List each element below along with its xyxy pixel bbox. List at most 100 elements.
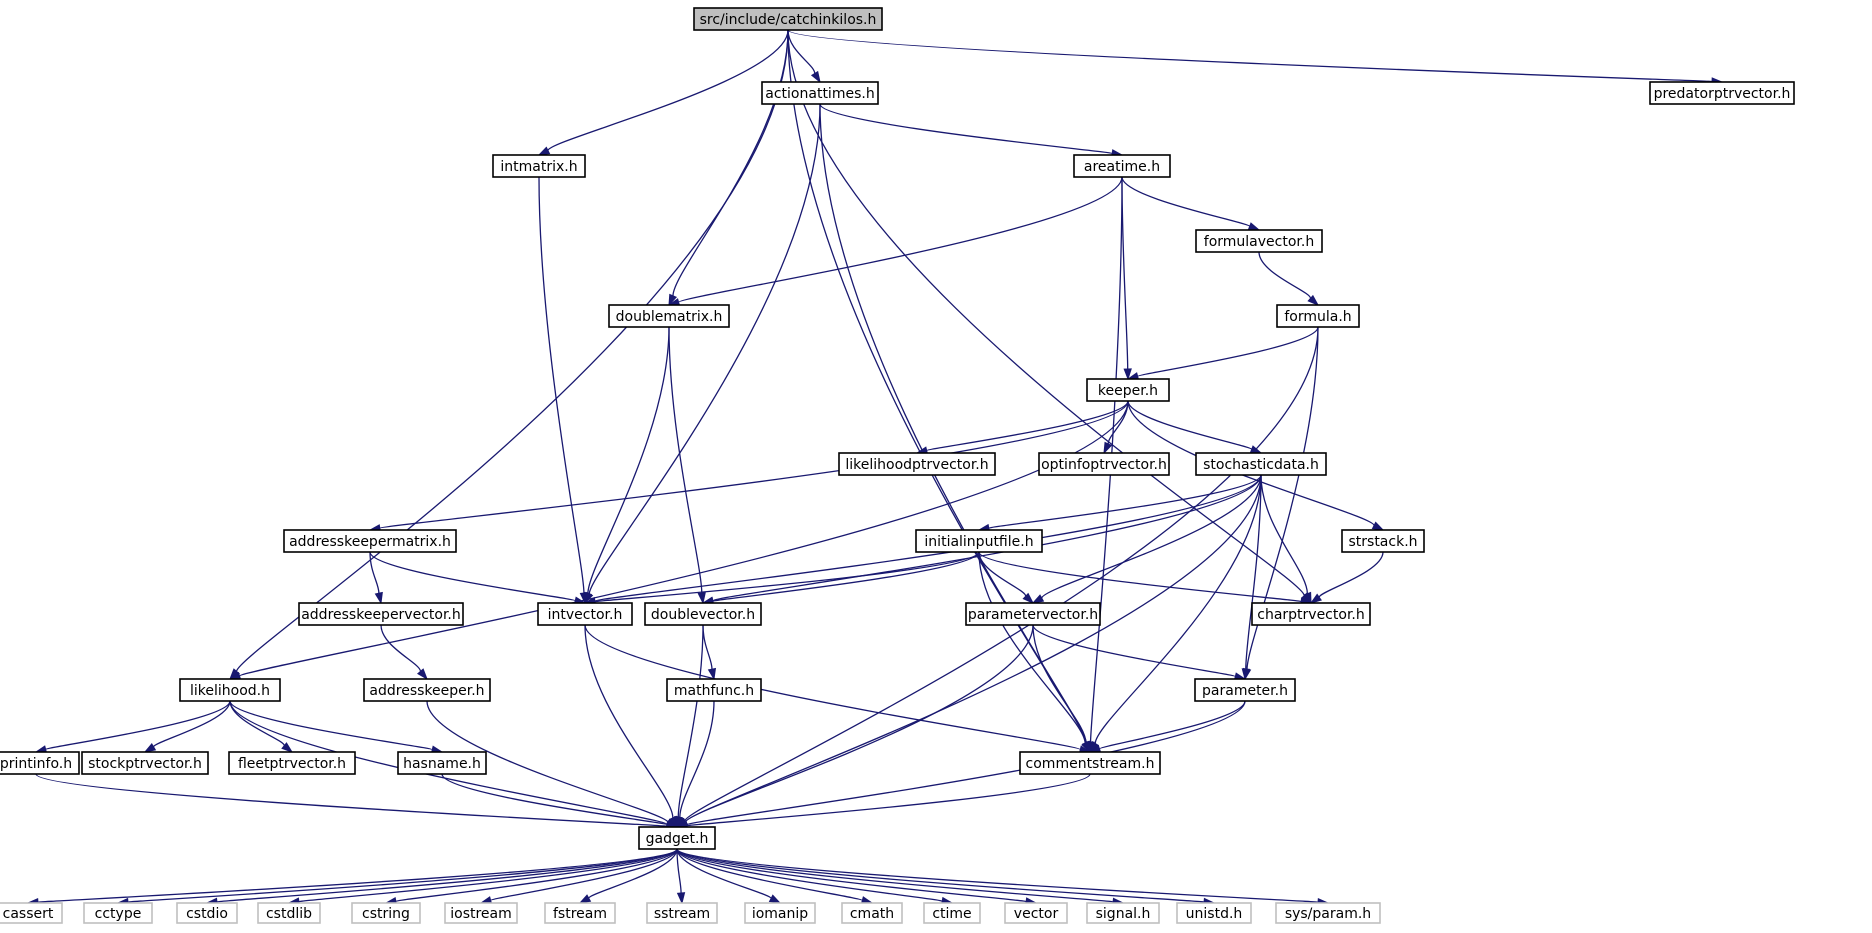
node-gadget[interactable]: gadget.h [638, 826, 716, 850]
edge-catchinkilos-to-predatorptrvector [787, 29, 1713, 83]
node-areatime[interactable]: areatime.h [1073, 154, 1171, 178]
node-likelihood[interactable]: likelihood.h [179, 678, 281, 702]
node-box-formulavector [1195, 229, 1323, 253]
node-box-unistd [1176, 902, 1252, 924]
edge-stochasticdata-to-doublevector [712, 474, 1262, 602]
node-cassert: cassert [0, 902, 63, 924]
node-vector: vector [1004, 902, 1068, 924]
node-charptrvector[interactable]: charptrvector.h [1251, 602, 1371, 626]
node-label-likelihood: likelihood.h [190, 683, 270, 699]
node-label-areatime: areatime.h [1084, 159, 1160, 175]
node-label-sysparam: sys/param.h [1285, 906, 1371, 922]
node-parametervector[interactable]: parametervector.h [965, 602, 1101, 626]
edge-initialinputfile-to-commentstream [978, 551, 1086, 744]
node-box-printinfo [0, 751, 80, 775]
arrowhead-gadget-to-sstream [676, 892, 686, 905]
node-actionattimes[interactable]: actionattimes.h [761, 81, 879, 105]
edge-addresskeeper-to-gadget [426, 700, 669, 824]
edge-likelihood-to-stockptrvector [152, 700, 231, 748]
arrowhead-initialinputfile-to-parametervector [1022, 592, 1035, 605]
edge-parametervector-to-parameter [1032, 624, 1236, 678]
node-intvector[interactable]: intvector.h [537, 602, 633, 626]
node-doublevector[interactable]: doublevector.h [644, 602, 762, 626]
node-label-vector: vector [1014, 906, 1059, 922]
arrowhead-addresskeepermatrix-to-addresskeepervector [374, 591, 383, 605]
edge-stochasticdata-to-charptrvector [1260, 474, 1309, 594]
node-addresskeeper[interactable]: addresskeeper.h [363, 678, 491, 702]
node-label-unistd: unistd.h [1186, 906, 1243, 922]
node-hasname[interactable]: hasname.h [397, 751, 487, 775]
node-addresskeepermatrix[interactable]: addresskeepermatrix.h [283, 529, 457, 553]
edge-hasname-to-gadget [441, 773, 668, 826]
node-label-strstack: strstack.h [1348, 534, 1417, 550]
node-box-mathfunc [666, 678, 762, 702]
node-label-cassert: cassert [3, 906, 54, 922]
edge-doublevector-to-gadget [677, 624, 704, 818]
node-label-cctype: cctype [95, 906, 142, 922]
node-label-printinfo: printinfo.h [0, 756, 72, 772]
edge-addresskeepermatrix-to-addresskeepervector [369, 551, 380, 594]
node-box-sstream [646, 902, 718, 924]
node-doublematrix[interactable]: doublematrix.h [608, 304, 730, 328]
node-stockptrvector[interactable]: stockptrvector.h [81, 751, 209, 775]
node-label-parametervector: parametervector.h [968, 607, 1098, 623]
edge-gadget-to-iostream [489, 848, 678, 901]
arrowhead-catchinkilos-to-intmatrix [537, 146, 551, 156]
node-cstdio: cstdio [176, 902, 238, 924]
node-strstack[interactable]: strstack.h [1341, 529, 1425, 553]
node-box-intmatrix [492, 154, 586, 178]
node-label-catchinkilos: src/include/catchinkilos.h [700, 12, 877, 28]
node-box-sysparam [1275, 902, 1381, 924]
arrowhead-addresskeepervector-to-addresskeeper [416, 668, 428, 681]
edge-parametervector-to-commentstream [1032, 624, 1087, 743]
edge-formulavector-to-formula [1258, 251, 1312, 299]
edge-areatime-to-formulavector [1121, 176, 1251, 228]
node-label-ctime: ctime [932, 906, 971, 922]
node-fleetptrvector[interactable]: fleetptrvector.h [228, 751, 356, 775]
node-label-signal: signal.h [1096, 906, 1151, 922]
arrowhead-catchinkilos-to-actionattimes [810, 70, 821, 84]
edge-catchinkilos-to-intmatrix [547, 29, 789, 152]
node-box-cstdio [176, 902, 238, 924]
node-box-stochasticdata [1195, 452, 1327, 476]
edge-stochasticdata-to-intvector [594, 474, 1262, 602]
node-stochasticdata[interactable]: stochasticdata.h [1195, 452, 1327, 476]
node-label-likelihoodptrvector: likelihoodptrvector.h [845, 457, 988, 473]
node-intmatrix[interactable]: intmatrix.h [492, 154, 586, 178]
node-label-stockptrvector: stockptrvector.h [88, 756, 202, 772]
edge-keeper-to-addresskeepermatrix [379, 400, 1129, 529]
node-formula[interactable]: formula.h [1276, 304, 1360, 328]
edge-gadget-to-fstream [588, 848, 678, 899]
edge-intvector-to-gadget [584, 624, 674, 818]
node-formulavector[interactable]: formulavector.h [1195, 229, 1323, 253]
node-printinfo[interactable]: printinfo.h [0, 751, 80, 775]
node-optinfoptrvector[interactable]: optinfoptrvector.h [1038, 452, 1170, 476]
node-label-cmath: cmath [850, 906, 894, 922]
node-signal: signal.h [1086, 902, 1160, 924]
node-mathfunc[interactable]: mathfunc.h [666, 678, 762, 702]
node-label-intmatrix: intmatrix.h [500, 159, 577, 175]
node-box-addresskeeper [363, 678, 491, 702]
edge-keeper-to-strstack [1127, 400, 1375, 527]
edge-initialinputfile-to-parametervector [978, 551, 1027, 597]
node-keeper[interactable]: keeper.h [1086, 378, 1170, 402]
arrowhead-formulavector-to-formula [1307, 294, 1320, 307]
node-predatorptrvector[interactable]: predatorptrvector.h [1649, 81, 1795, 105]
node-label-doublevector: doublevector.h [651, 607, 755, 623]
nodes-layer: src/include/catchinkilos.h actionattimes.… [0, 7, 1795, 924]
node-parameter[interactable]: parameter.h [1194, 678, 1296, 702]
node-sstream: sstream [646, 902, 718, 924]
edge-initialinputfile-to-doublevector [712, 551, 980, 602]
node-box-cmath [841, 902, 903, 924]
node-likelihoodptrvector[interactable]: likelihoodptrvector.h [838, 452, 996, 476]
node-catchinkilos[interactable]: src/include/catchinkilos.h [693, 7, 883, 31]
edge-strstack-to-charptrvector [1318, 551, 1384, 598]
node-addresskeepervector[interactable]: addresskeepervector.h [298, 602, 464, 626]
edge-gadget-to-vector [676, 848, 1027, 903]
node-commentstream[interactable]: commentstream.h [1019, 751, 1161, 775]
node-label-iostream: iostream [450, 906, 512, 922]
node-label-fleetptrvector: fleetptrvector.h [238, 756, 346, 772]
node-iostream: iostream [444, 902, 518, 924]
edge-intmatrix-to-intvector [538, 176, 585, 594]
node-initialinputfile[interactable]: initialinputfile.h [915, 529, 1043, 553]
